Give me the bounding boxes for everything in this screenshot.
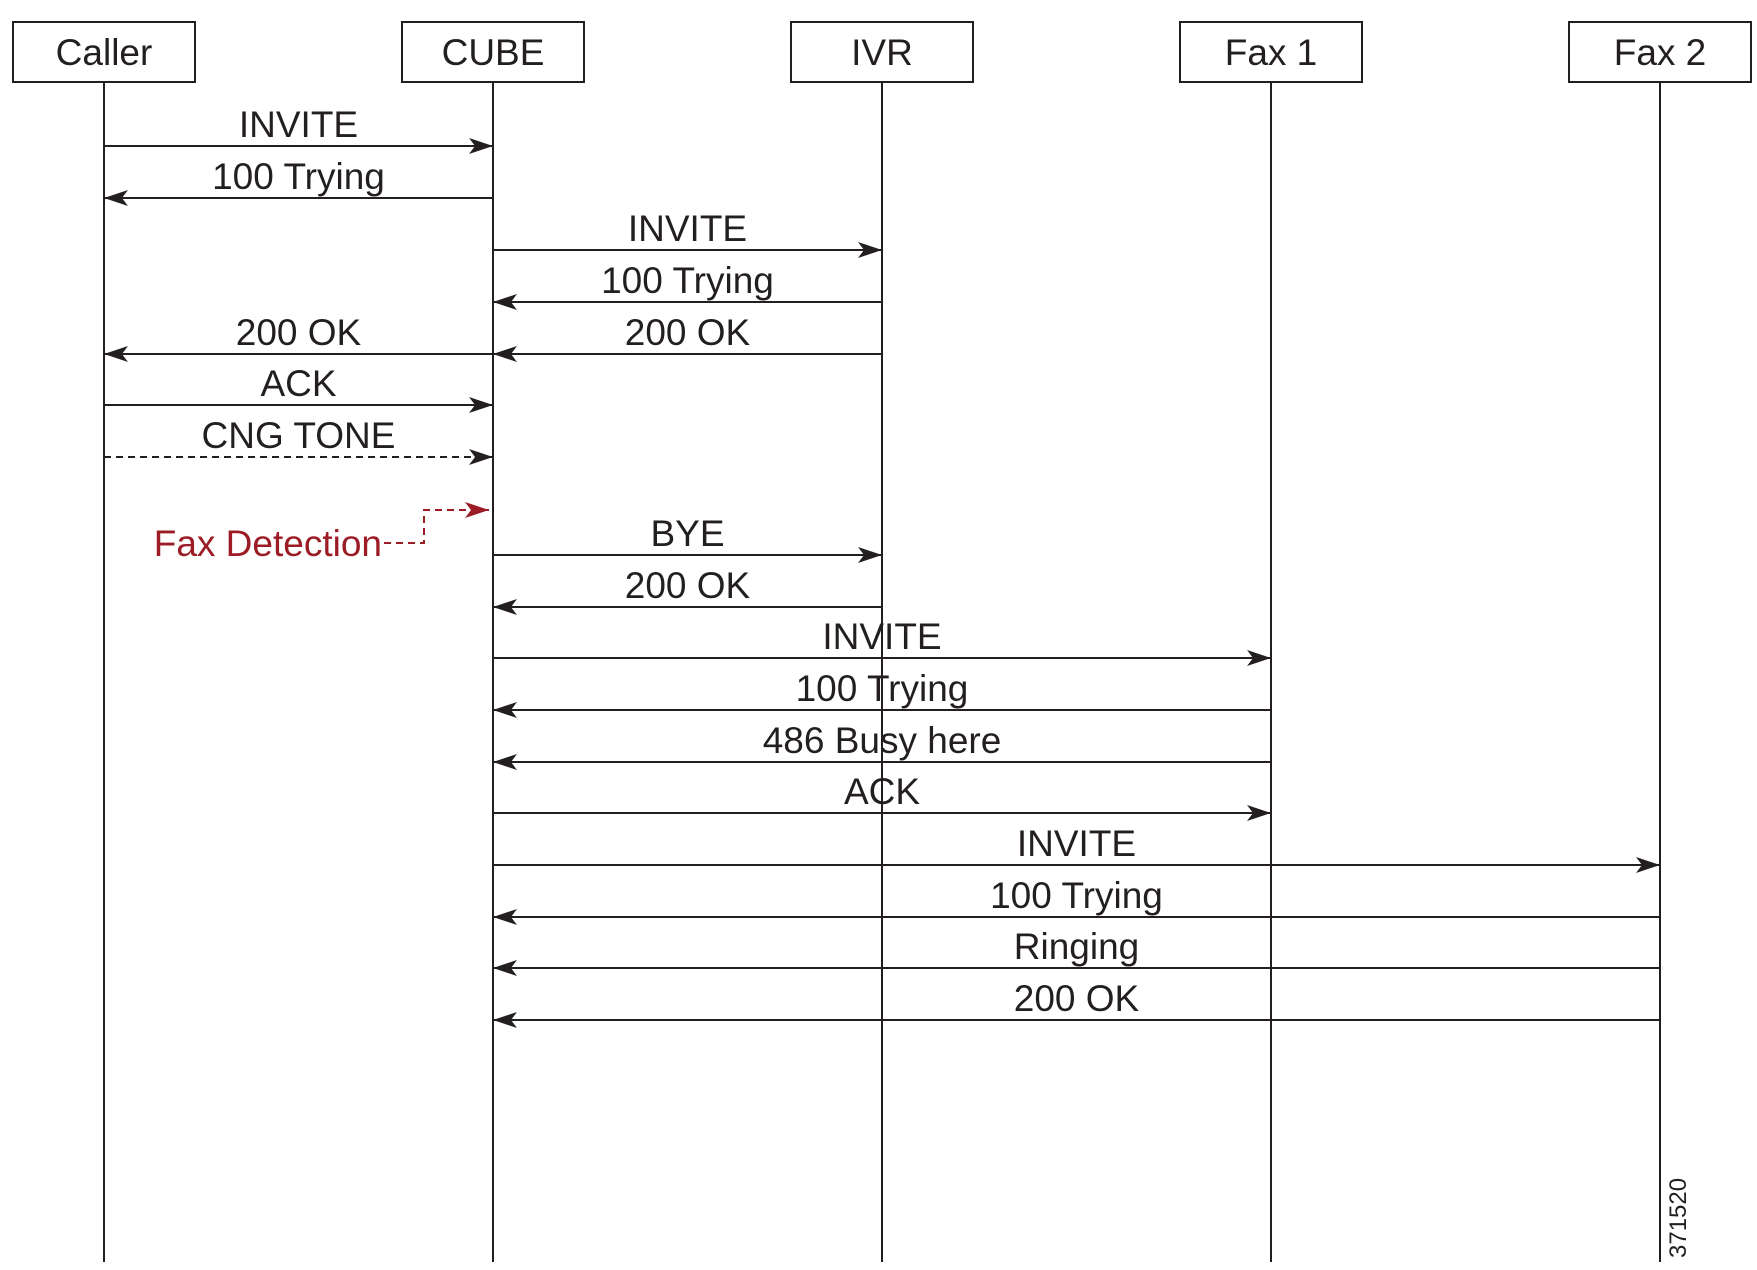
message-label: 200 OK — [625, 312, 751, 353]
message-label: INVITE — [239, 104, 358, 145]
participant-box-fax1 — [1179, 21, 1363, 83]
participant-fax2: Fax 2 — [1568, 21, 1752, 83]
message-label: CNG TONE — [202, 415, 396, 456]
message-3: INVITE — [493, 208, 882, 258]
message-7: ACK — [104, 363, 493, 413]
message-18: 200 OK — [493, 978, 1660, 1028]
participant-box-fax2 — [1568, 21, 1752, 83]
message-label: 200 OK — [1014, 978, 1140, 1019]
participant-label-cube: CUBE — [442, 32, 545, 73]
participant-box-ivr — [790, 21, 974, 83]
message-label: 200 OK — [236, 312, 362, 353]
participant-label-ivr: IVR — [851, 32, 913, 73]
fax-detection-label: Fax Detection — [154, 523, 382, 564]
message-label: 100 Trying — [601, 260, 774, 301]
message-12: 100 Trying — [493, 668, 1271, 718]
message-label: 486 Busy here — [763, 720, 1002, 761]
message-label: 100 Trying — [212, 156, 385, 197]
figure-id: 371520 — [1665, 1178, 1692, 1258]
participant-box-caller — [12, 21, 196, 83]
message-label: ACK — [844, 771, 920, 812]
lifelines — [103, 82, 1661, 1262]
message-1: INVITE — [104, 104, 493, 154]
participant-box-cube — [401, 21, 585, 83]
message-label: INVITE — [628, 208, 747, 249]
participant-ivr: IVR — [790, 21, 974, 83]
message-2: 100 Trying — [104, 156, 493, 206]
message-16: 100 Trying — [493, 875, 1660, 925]
message-8: CNG TONE — [104, 415, 493, 465]
message-label: 100 Trying — [796, 668, 969, 709]
participant-cube: CUBE — [401, 21, 585, 83]
message-17: Ringing — [493, 926, 1660, 976]
fax-detection-note: Fax Detection — [154, 502, 489, 564]
message-14: ACK — [493, 771, 1271, 821]
message-label: INVITE — [1017, 823, 1136, 864]
message-15: INVITE — [493, 823, 1660, 873]
message-label: Ringing — [1014, 926, 1139, 967]
participant-label-caller: Caller — [56, 32, 153, 73]
fax-detection-connector — [384, 502, 489, 544]
message-label: BYE — [650, 513, 724, 554]
message-label: 100 Trying — [990, 875, 1163, 916]
message-13: 486 Busy here — [493, 720, 1271, 770]
message-9: BYE — [493, 513, 882, 563]
message-5: 200 OK — [104, 312, 493, 362]
message-10: 200 OK — [493, 565, 882, 615]
message-label: ACK — [260, 363, 336, 404]
participant-caller: Caller — [12, 21, 196, 83]
message-label: 200 OK — [625, 565, 751, 606]
participants: Caller CUBE IVR Fax 1 Fax 2 — [12, 21, 1752, 83]
participant-label-fax2: Fax 2 — [1614, 32, 1707, 73]
participant-fax1: Fax 1 — [1179, 21, 1363, 83]
participant-label-fax1: Fax 1 — [1225, 32, 1318, 73]
message-11: INVITE — [493, 616, 1271, 666]
message-label: INVITE — [822, 616, 941, 657]
message-6: 200 OK — [493, 312, 882, 362]
message-4: 100 Trying — [493, 260, 882, 310]
